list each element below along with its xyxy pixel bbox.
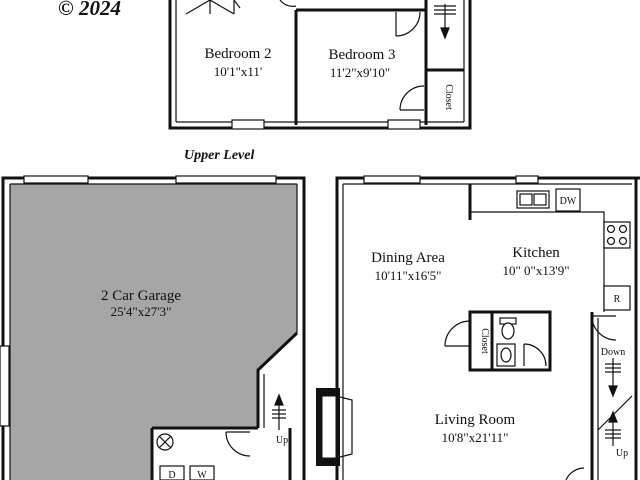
bedroom2-closet-doors <box>185 0 241 15</box>
entry-door-swing <box>565 467 585 480</box>
kitchen-label: Kitchen <box>512 245 560 261</box>
dishwasher-label: DW <box>560 196 577 207</box>
upper-level-plan: Bedroom 2 10'1"x11' Bedroom 3 11'2"x9'10… <box>168 0 472 130</box>
main-closet-label: Closet <box>479 328 490 354</box>
bath-sink-icon <box>496 343 516 367</box>
down-stair-icon <box>605 358 621 398</box>
bath-door-swing <box>523 343 547 367</box>
garage-stair-icon <box>272 393 286 430</box>
garage-door-top-1 <box>23 175 89 184</box>
toilet-icon <box>499 317 517 340</box>
copyright-text: © 2024 <box>58 0 121 20</box>
living-room-label: Living Room <box>435 412 516 428</box>
dining-size: 10'11"x16'5" <box>375 268 442 283</box>
garage-outer-wall <box>1 176 306 480</box>
bedroom2-size: 10'1"x11' <box>214 64 263 79</box>
fireplace-icon <box>316 388 353 466</box>
washer-box <box>189 465 215 480</box>
water-heater-icon <box>156 433 174 451</box>
garage-label: 2 Car Garage <box>101 288 181 304</box>
stair-door-swing <box>591 315 617 341</box>
garage-door-top-2 <box>175 175 277 184</box>
main-level-plan: DW R Closet <box>316 175 640 480</box>
upper-closet-label: Closet <box>443 84 454 110</box>
closet-door-swing <box>399 85 425 111</box>
refrigerator-label: R <box>614 294 621 305</box>
bedroom3-label: Bedroom 3 <box>328 47 395 63</box>
main-outer-wall <box>335 176 640 480</box>
dryer-box <box>159 465 185 480</box>
stair-split-line <box>597 395 633 431</box>
bedroom2-door-swing <box>279 0 297 7</box>
closet-door-swing-main <box>444 320 471 347</box>
laundry-door-swing <box>225 431 251 457</box>
garage-stair-wall <box>150 331 299 480</box>
living-room-size: 10'8"x21'11" <box>442 430 509 445</box>
main-window-2 <box>515 175 539 184</box>
bedroom3-door-swing <box>395 11 421 37</box>
main-window-1 <box>363 175 421 184</box>
upper-stair-icon <box>434 4 456 40</box>
stove-icon <box>603 221 631 249</box>
kitchen-size: 10" 0"x13'9" <box>502 263 569 278</box>
dining-label: Dining Area <box>371 250 445 266</box>
dishwasher-box <box>555 188 581 212</box>
garage-size: 25'4"x27'3" <box>111 304 172 319</box>
washer-label: W <box>197 470 207 480</box>
living-up-label: Up <box>616 448 628 459</box>
upper-window-1 <box>231 119 265 130</box>
living-stair-up-icon <box>605 410 621 446</box>
garage-plan: D W 2 Car Garage 25'4"x27'3" Up <box>0 175 306 480</box>
bedroom3-size: 11'2"x9'10" <box>330 65 390 80</box>
upper-outer-wall <box>168 0 472 130</box>
garage-door-left <box>0 345 10 427</box>
kitchen-sink-icon <box>516 190 550 209</box>
bedroom2-label: Bedroom 2 <box>204 46 271 62</box>
upper-level-caption: Upper Level <box>184 148 254 163</box>
garage-up-label: Up <box>276 435 288 446</box>
kitchen-counter-outline <box>470 211 605 312</box>
refrigerator-box <box>603 285 631 311</box>
upper-window-2 <box>387 119 421 130</box>
dryer-label: D <box>168 470 175 480</box>
garage-floor <box>10 184 297 480</box>
closet-bath-walls <box>468 310 552 372</box>
down-label: Down <box>601 347 625 358</box>
